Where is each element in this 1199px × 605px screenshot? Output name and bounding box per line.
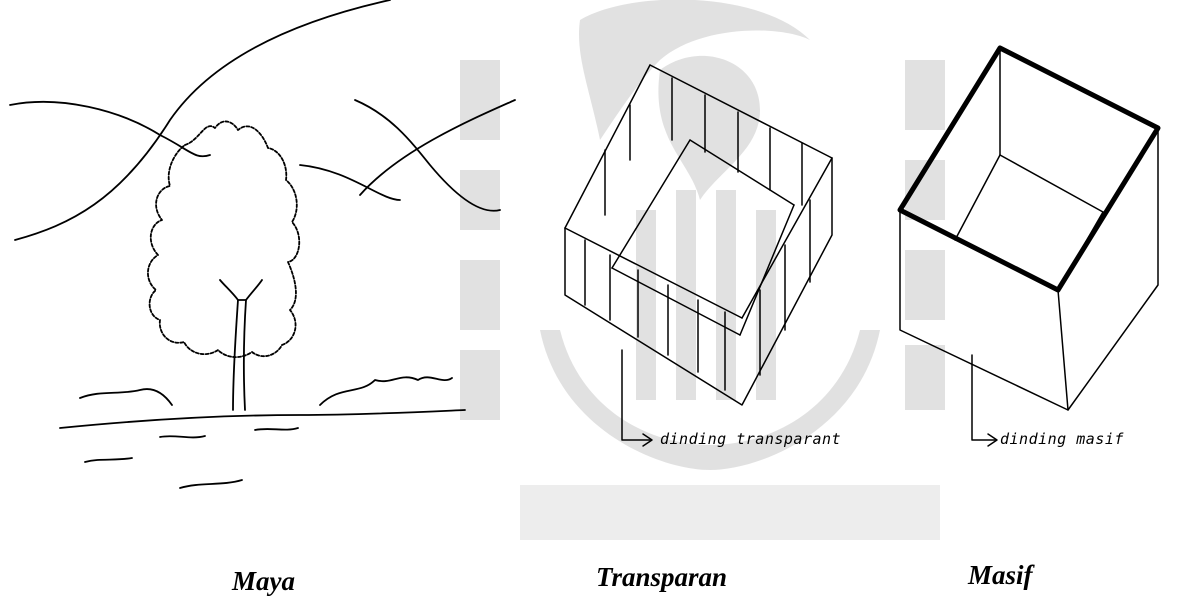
caption-transparan: Transparan (596, 562, 727, 593)
annotation-dinding-transparant: dinding transparant (660, 430, 841, 448)
caption-masif: Masif (968, 560, 1033, 591)
annotation-dinding-masif: dinding masif (1000, 430, 1124, 448)
maya-sketch (10, 0, 515, 488)
transparan-box (565, 65, 832, 446)
masif-box (900, 48, 1158, 446)
caption-maya: Maya (232, 566, 295, 597)
